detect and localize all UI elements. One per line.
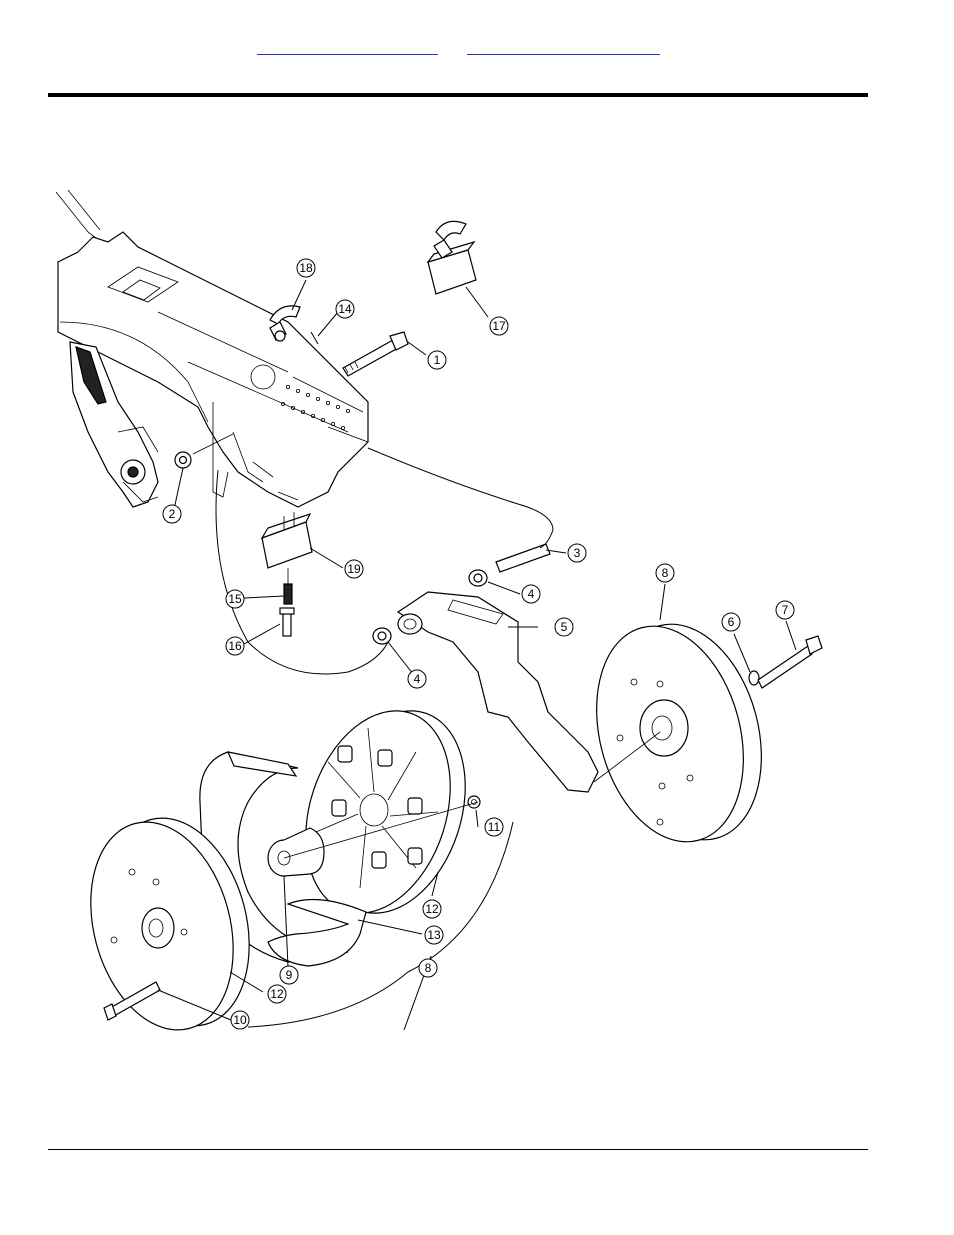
callout-10: 10 xyxy=(231,1011,249,1029)
svg-text:10: 10 xyxy=(233,1013,247,1027)
svg-text:17: 17 xyxy=(492,319,506,333)
callout-18: 18 xyxy=(297,259,315,277)
adjust-bolt xyxy=(280,608,294,636)
callout-5: 5 xyxy=(555,618,573,636)
row-unit-frame xyxy=(56,190,368,507)
callout-17: 17 xyxy=(490,317,508,335)
parts-diagram: 1 2 3 4 4 5 6 7 8 8 9 10 11 12 12 13 14 … xyxy=(48,172,838,1044)
svg-text:18: 18 xyxy=(299,261,313,275)
svg-text:16: 16 xyxy=(228,639,242,653)
callout-15: 15 xyxy=(226,590,244,608)
svg-text:4: 4 xyxy=(528,587,535,601)
callout-4-upper: 4 xyxy=(522,585,540,603)
svg-text:14: 14 xyxy=(338,302,352,316)
callout-8-lower: 8 xyxy=(419,959,437,977)
header-link-2[interactable] xyxy=(467,42,660,55)
callout-6: 6 xyxy=(722,613,740,631)
svg-text:5: 5 xyxy=(561,620,568,634)
svg-text:13: 13 xyxy=(427,928,441,942)
footer-rule xyxy=(48,1149,868,1150)
washer xyxy=(749,671,759,685)
wheel-bolt xyxy=(758,636,822,688)
callout-12-upper: 12 xyxy=(423,900,441,918)
callout-4-lower: 4 xyxy=(408,670,426,688)
callout-19: 19 xyxy=(345,560,363,578)
svg-text:12: 12 xyxy=(425,902,439,916)
svg-text:15: 15 xyxy=(228,592,242,606)
callout-1: 1 xyxy=(428,351,446,369)
svg-text:8: 8 xyxy=(662,566,669,580)
header-link-1[interactable] xyxy=(257,42,438,55)
callout-14: 14 xyxy=(336,300,354,318)
svg-text:6: 6 xyxy=(728,615,735,629)
svg-text:7: 7 xyxy=(782,603,789,617)
header-rule xyxy=(48,93,868,97)
svg-text:19: 19 xyxy=(347,562,361,576)
callout-8-right: 8 xyxy=(656,564,674,582)
depth-block-assembly xyxy=(428,221,476,294)
depth-stop-block xyxy=(262,512,312,568)
bushing-lower xyxy=(373,628,391,644)
svg-text:4: 4 xyxy=(414,672,421,686)
callout-3: 3 xyxy=(568,544,586,562)
bushing-upper xyxy=(469,570,487,586)
callout-9: 9 xyxy=(280,966,298,984)
pivot-bolt xyxy=(343,332,408,376)
svg-text:12: 12 xyxy=(270,987,284,1001)
callout-16: 16 xyxy=(226,637,244,655)
svg-text:8: 8 xyxy=(425,961,432,975)
callout-11: 11 xyxy=(485,818,503,836)
svg-text:2: 2 xyxy=(169,507,176,521)
callout-13: 13 xyxy=(425,926,443,944)
callout-2: 2 xyxy=(163,505,181,523)
axle-pin xyxy=(496,544,550,572)
gauge-wheel-right xyxy=(574,608,784,859)
svg-text:3: 3 xyxy=(574,546,581,560)
svg-text:9: 9 xyxy=(286,968,293,982)
callout-7: 7 xyxy=(776,601,794,619)
spring xyxy=(284,568,292,604)
callout-12-lower: 12 xyxy=(268,985,286,1003)
svg-text:1: 1 xyxy=(434,353,441,367)
svg-text:11: 11 xyxy=(488,820,501,834)
